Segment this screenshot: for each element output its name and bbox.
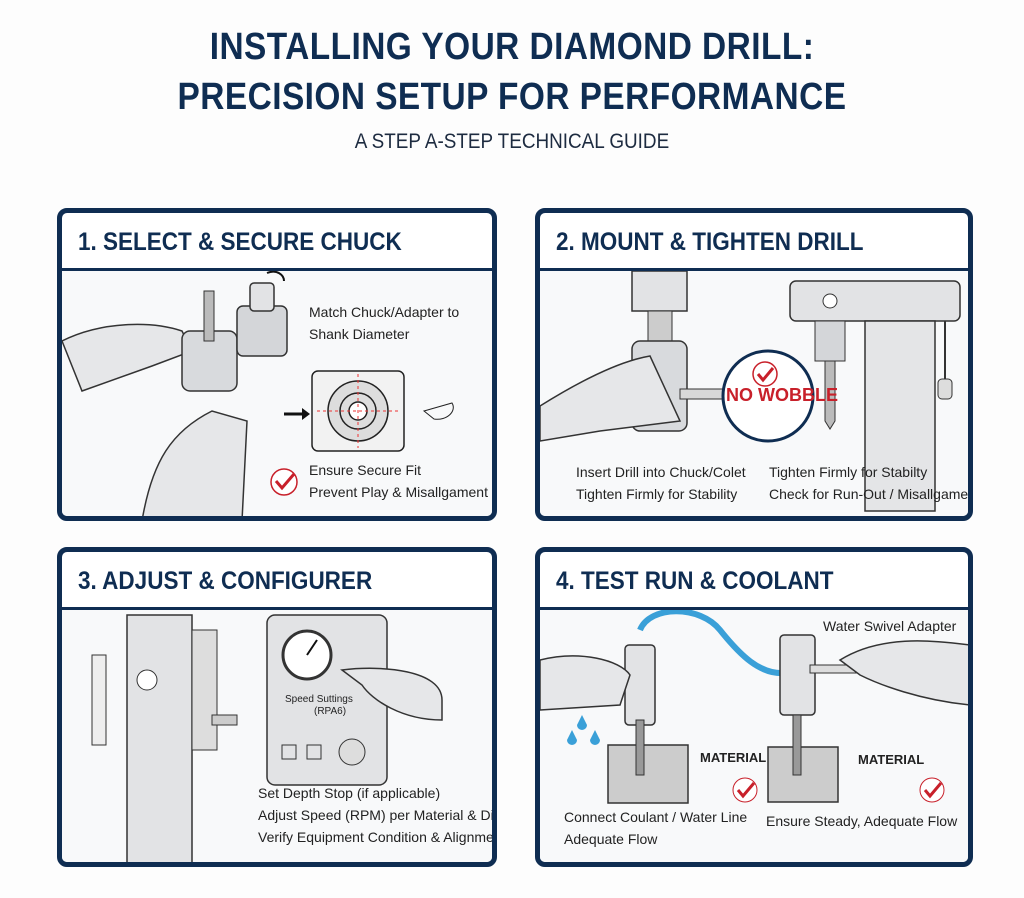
adjust-illustration [91, 614, 443, 862]
step-4-left-1: Connect Coulant / Water Line [564, 809, 748, 825]
step-4-panel: 4. TEST RUN & COOLANT [535, 547, 973, 867]
speed-settings-label: Speed Suttings [285, 694, 353, 705]
title-line-1: INSTALLING YOUR DIAMOND DRILL: [209, 26, 815, 68]
step-3-panel: 3. ADJUST & CONFIGURER Speed Suttings (R… [57, 547, 497, 867]
step-1-note-1: Match Chuck/Adapter to [309, 304, 460, 320]
step-1-panel: 1. SELECT & SECURE CHUCK [57, 208, 497, 521]
check-icon [919, 777, 945, 803]
chuck-illustration [62, 271, 454, 516]
speed-settings-unit: (RPA6) [314, 706, 347, 717]
step-3-line-1: Set Depth Stop (if applicable) [258, 785, 441, 801]
material-label-1: MATERIAL [700, 750, 767, 765]
step-4-left-2: Adequate Flow [564, 831, 658, 847]
step-3-line-3: Verify Equipment Condition & Alignment [258, 829, 497, 845]
step-1-note-2: Shank Diameter [309, 326, 410, 342]
step-3-title: 3. ADJUST & CONFIGURER [62, 552, 492, 610]
coolant-illustration [540, 610, 968, 804]
step-2-left-1: Insert Drill into Chuck/Colet [576, 464, 746, 480]
water-swivel-label: Water Swivel Adapter [823, 618, 957, 634]
step-2-left-2: Tighten Firmly for Stability [576, 486, 738, 502]
check-icon [270, 468, 298, 496]
no-wobble-badge: NO WOBBLE [726, 385, 838, 405]
check-icon [732, 777, 758, 803]
step-1-note-3: Ensure Secure Fit [309, 462, 422, 478]
step-1-note-4: Prevent Play & Misallgament [309, 484, 488, 500]
step-3-line-2: Adjust Speed (RPM) per Material & Diamet… [258, 807, 494, 823]
step-4-right-1: Ensure Steady, Adequate Flow [766, 813, 958, 829]
step-2-right-1: Tighten Firmly for Stabilty [769, 464, 928, 480]
title-line-2: PRECISION SETUP FOR PERFORMANCE [177, 76, 847, 118]
drill-mount-illustration [540, 271, 961, 512]
step-2-panel: 2. MOUNT & TIGHTEN DRILL NO WOBBLE [535, 208, 973, 521]
check-icon [752, 361, 778, 387]
material-label-2: MATERIAL [858, 752, 925, 767]
step-4-title: 4. TEST RUN & COOLANT [540, 552, 968, 610]
subtitle: A STEP A-STEP TECHNICAL GUIDE [354, 130, 670, 153]
step-1-title: 1. SELECT & SECURE CHUCK [62, 213, 492, 271]
step-2-right-2: Check for Run-Out / Misallgament [769, 486, 973, 502]
step-2-title: 2. MOUNT & TIGHTEN DRILL [540, 213, 968, 271]
